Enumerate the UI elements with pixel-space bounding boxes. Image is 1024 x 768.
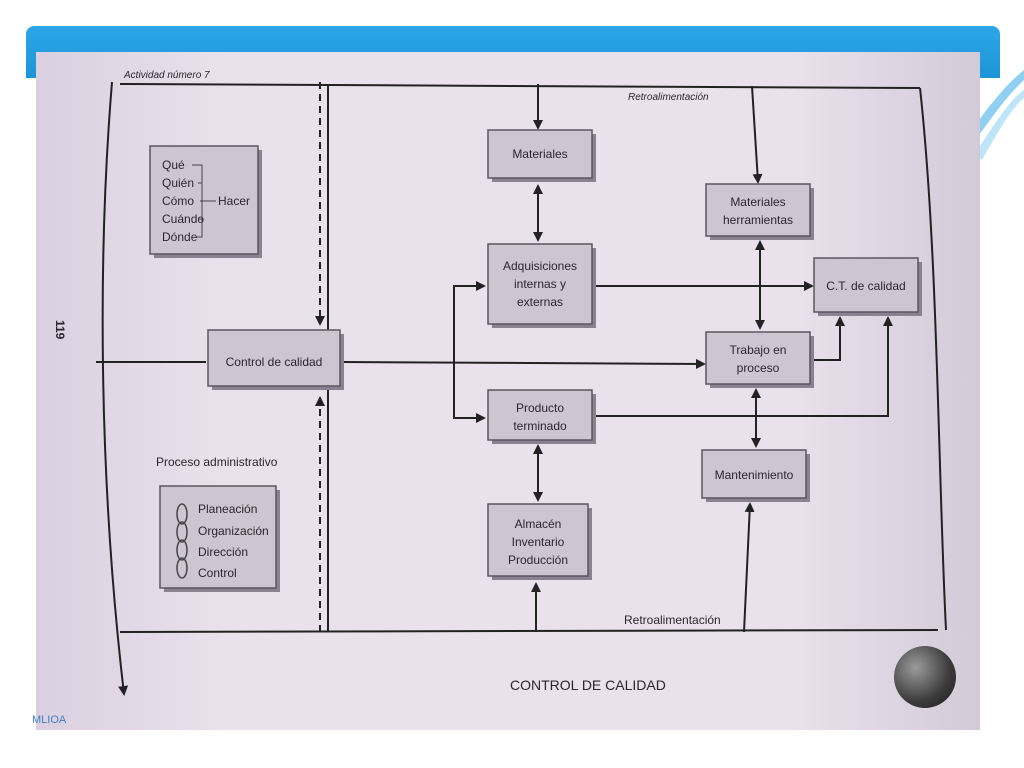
node-producto-terminado: Producto terminado (487, 389, 596, 444)
node-label: terminado (513, 419, 567, 433)
chain-link-icon (176, 521, 188, 543)
node-label: Adquisiciones (503, 259, 577, 273)
node-adquisiciones: Adquisiciones internas y externas (487, 243, 596, 328)
feedback-bottom-label: Retroalimentación (624, 613, 721, 627)
node-label: proceso (737, 361, 780, 375)
node-materiales-herramientas: Materiales herramientas (705, 183, 814, 240)
node-label: herramientas (723, 213, 793, 227)
frame-left-arrow (101, 81, 129, 696)
node-label: Mantenimiento (715, 468, 794, 482)
node-label: Control de calidad (226, 355, 323, 369)
admin-item: Organización (198, 524, 269, 538)
node-control-calidad: Control de calidad (207, 329, 344, 390)
node-label: Materiales (730, 195, 785, 209)
diagram-photo: Actividad número 7 Retroalimentación Ret… (36, 52, 980, 730)
frame-top-line (119, 83, 921, 89)
question-item: Qué (162, 158, 185, 172)
watermark-label: MLIOA (32, 714, 67, 726)
camera-object-knob (894, 646, 956, 708)
admin-item: Dirección (198, 545, 248, 559)
feedback-arrow-mantenimiento (743, 502, 755, 633)
node-label: Trabajo en (730, 343, 787, 357)
feedback-top-label: Retroalimentación (628, 92, 709, 103)
edge-producto-ct (594, 316, 893, 417)
admin-item: Control (198, 566, 237, 580)
footer-title: CONTROL DE CALIDAD (510, 677, 666, 693)
node-almacen: Almacén Inventario Producción (487, 503, 592, 580)
question-item: Cómo (162, 194, 194, 208)
question-item: Quién (162, 176, 194, 190)
frame-bottom-line (119, 629, 939, 633)
node-label: Producto (516, 401, 564, 415)
question-item: Cuándo (162, 212, 204, 226)
process-diagram: Actividad número 7 Retroalimentación Ret… (53, 70, 947, 696)
node-label: Producción (508, 553, 568, 567)
admin-box: Planeación Organización Dirección Contro… (159, 485, 280, 592)
chain-link-icon (176, 503, 188, 525)
node-ct-calidad: C.T. de calidad (813, 257, 922, 316)
chain-link-icon (176, 557, 188, 579)
admin-process-title: Proceso administrativo (156, 455, 278, 469)
admin-item: Planeación (198, 502, 257, 516)
node-label: Almacén (515, 517, 562, 531)
node-label: Inventario (512, 535, 565, 549)
edge-control-to-trabajo (341, 358, 706, 369)
activity-label: Actividad número 7 (123, 70, 210, 81)
page-number: 119 (53, 320, 67, 340)
node-label: C.T. de calidad (826, 279, 905, 293)
questions-verb: Hacer (218, 194, 250, 208)
frame-right-curve (919, 87, 947, 631)
node-label: internas y (514, 277, 566, 291)
questions-box: Qué Quién Cómo Cuándo Dónde Hacer (149, 145, 262, 258)
node-label: Materiales (512, 147, 567, 161)
node-mantenimiento: Mantenimiento (701, 449, 810, 502)
chain-link-icon (176, 539, 188, 561)
edge-trabajo-ct (812, 316, 845, 361)
node-materiales: Materiales (487, 129, 596, 182)
node-trabajo-proceso: Trabajo en proceso (705, 331, 814, 388)
feedback-arrow-herramientas (751, 85, 763, 184)
edge-split-to-producto (453, 285, 486, 423)
node-label: externas (517, 295, 563, 309)
question-item: Dónde (162, 230, 198, 244)
